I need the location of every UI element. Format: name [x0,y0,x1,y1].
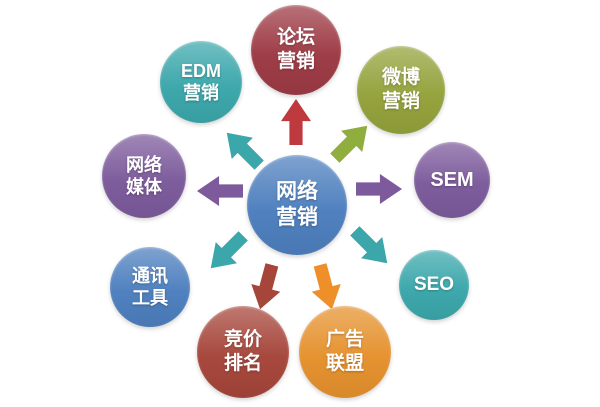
node-label: 论坛 营销 [276,27,315,72]
arrow-right-icon [356,174,402,204]
arrow-left-icon [197,176,243,206]
node-label: SEM [430,168,474,191]
node-network-media: 网络 媒体 [102,134,186,218]
node-label: EDM 营销 [181,60,221,104]
node-bid-ranking: 竞价 排名 [197,306,289,398]
node-seo: SEO [399,250,469,320]
arrow-down-icon [246,261,287,313]
node-label: SEO [413,274,455,296]
arrow-down-right-icon [344,220,398,274]
node-label: 网络 媒体 [126,154,162,198]
arrow-up-icon [281,99,311,145]
node-label: 微博 营销 [381,67,420,112]
node-forum-marketing: 论坛 营销 [251,5,341,95]
node-edm-marketing: EDM 营销 [160,41,242,123]
node-label: 竞价 排名 [223,329,262,374]
arrow-down-left-icon [200,225,254,279]
node-sem: SEM [414,142,490,218]
node-label: 网络 营销 [276,179,318,229]
node-communication-tools: 通讯 工具 [110,247,190,327]
node-label: 广告 联盟 [325,329,364,374]
node-weibo-marketing: 微博 营销 [357,46,445,134]
node-ad-alliance: 广告 联盟 [299,306,391,398]
arrow-up-right-icon [324,115,378,169]
node-label: 通讯 工具 [132,265,168,309]
node-network-marketing-center: 网络 营销 [247,155,347,255]
